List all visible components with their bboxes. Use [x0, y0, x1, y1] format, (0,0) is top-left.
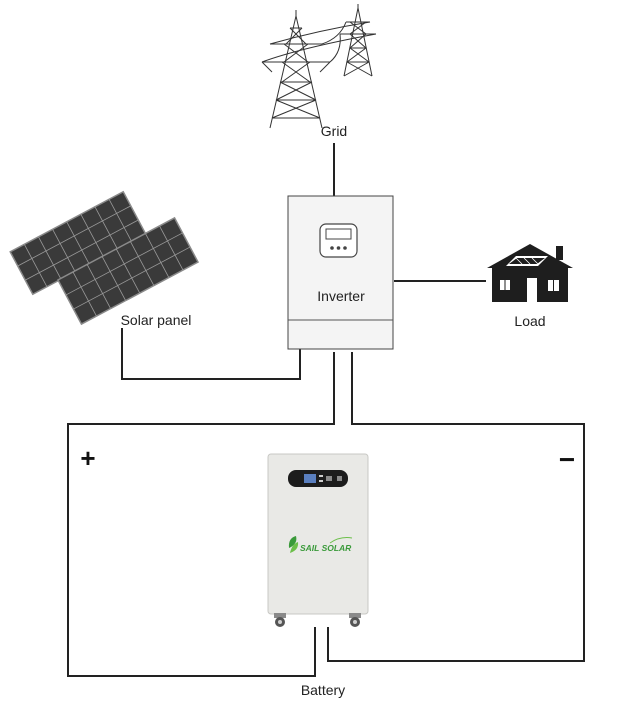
battery-display-panel: [288, 470, 348, 487]
wire-battery-negative: [327, 352, 585, 662]
inverter-unit: Inverter: [287, 195, 394, 350]
negative-terminal-label: −: [559, 444, 575, 475]
solar-panel-icon: [9, 190, 200, 326]
battery-brand-name: SAIL SOLAR: [300, 543, 352, 553]
inverter-label: Inverter: [317, 288, 365, 304]
solar-panel-label: Solar panel: [121, 312, 192, 328]
inverter-button-2: [336, 246, 341, 250]
battery-wheel-right: [349, 613, 361, 627]
brand-leaf-icon: [288, 536, 299, 553]
inverter-screen: [325, 228, 352, 240]
battery-unit: SAIL SOLAR: [267, 453, 369, 627]
house-icon: [487, 244, 573, 302]
grid-label: Grid: [321, 123, 347, 139]
wire-solar-inverter: [121, 328, 301, 380]
solar-panel-2: [56, 216, 200, 326]
positive-terminal-label: +: [80, 443, 95, 473]
battery-wheel-left: [274, 613, 286, 627]
inverter-button-3: [343, 246, 347, 250]
solar-panel-1: [9, 190, 147, 296]
grid-tower-small: [340, 4, 376, 77]
wire-battery-positive: [67, 352, 335, 677]
wiring: [67, 143, 585, 677]
battery-label: Battery: [301, 682, 345, 698]
inverter-button-1: [330, 246, 334, 250]
load-label: Load: [514, 313, 545, 329]
grid-tower-large: [261, 10, 331, 129]
brand-swoosh-icon: [329, 537, 353, 544]
grid-tower-icon: [261, 4, 377, 129]
